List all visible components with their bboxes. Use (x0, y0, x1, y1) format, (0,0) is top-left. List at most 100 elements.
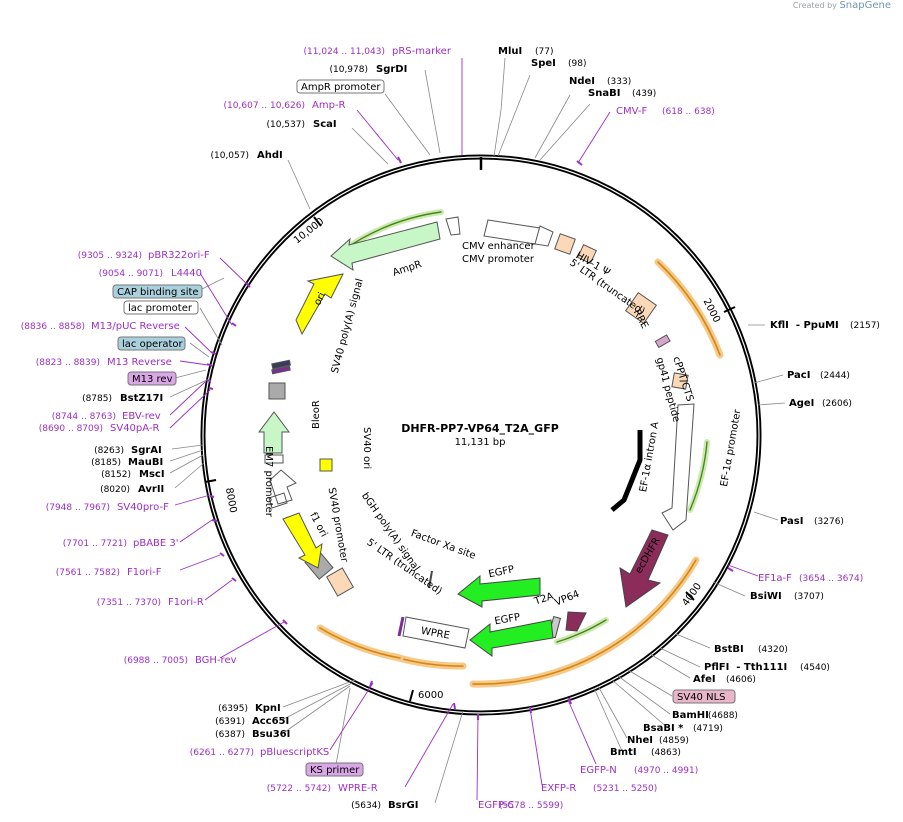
primer-f1orir-pos: (7351 .. 7370) (97, 598, 161, 608)
site-msci-name[interactable]: MscI (139, 469, 165, 480)
primer-exfp-pos: (5578 .. 5599) (499, 801, 563, 811)
primer-mark-4 (453, 702, 456, 710)
primer-mark-14 (205, 379, 212, 382)
site-ahdi-name[interactable]: AhdI (257, 150, 283, 161)
box-lac-promoter-label: lac promoter (128, 303, 193, 314)
factor-xa-shape (428, 570, 433, 589)
primer-pbluescript-name[interactable]: pBluescriptKS (260, 747, 329, 758)
site-afei-name[interactable]: AfeI (693, 674, 716, 685)
site-ndei-pos: (333) (607, 77, 631, 87)
site-ahdi-pos: (10,057) (210, 151, 249, 161)
wpre-shape (402, 616, 470, 649)
site-agei-name[interactable]: AgeI (789, 398, 814, 409)
box-cap-binding[interactable] (112, 284, 203, 299)
site-ndei-name[interactable]: NdeI (569, 76, 595, 87)
orf-arcs (316, 209, 724, 688)
site-kpni-name[interactable]: KpnI (255, 703, 281, 714)
leader-acc65i (281, 682, 353, 721)
box-lac-promoter[interactable] (123, 300, 199, 315)
primer-pbluescript-pos: (6261 .. 6277) (190, 748, 254, 758)
ecdhfr-shape (619, 529, 669, 608)
site-paci-name[interactable]: PacI (787, 370, 810, 381)
leader-scai (351, 127, 389, 165)
primer-cmvf-name[interactable]: CMV-F (616, 106, 647, 117)
primer-mark-11 (219, 552, 225, 557)
site-msci-pos: (8152) (101, 470, 131, 480)
leader-lac-operator (189, 342, 210, 358)
primer-leaders (169, 58, 759, 801)
site-sgrai-name[interactable]: SgrAI (131, 445, 162, 456)
leader-bsrgi (434, 710, 464, 804)
site-bsabi-name[interactable]: BsaBI * (643, 723, 684, 734)
primer-f1orif-name[interactable]: F1ori-F (127, 567, 162, 578)
box-sv40-nls[interactable] (672, 689, 736, 704)
primer-wpre-pos: (5722 .. 5742) (267, 784, 331, 794)
primer-bgh-name[interactable]: BGH-rev (195, 655, 237, 666)
tick-marks (204, 216, 736, 702)
primer-mark-12 (211, 519, 218, 522)
site-acc65i-name[interactable]: Acc65I (252, 716, 289, 727)
primer-f1orir-name[interactable]: F1ori-R (168, 597, 204, 608)
primer-sv40par-name[interactable]: SV40pA-R (110, 423, 159, 434)
site-snabi-name[interactable]: SnaBI (588, 88, 620, 99)
primer-wpre-name[interactable]: WPRE-R (338, 783, 378, 794)
site-nhei-name[interactable]: NheI (627, 735, 653, 746)
primer-ef1af-name[interactable]: EF1a-F (758, 573, 792, 584)
site-bstz17i-name[interactable]: BstZ17I (120, 393, 163, 404)
site-bsrgi-name[interactable]: BsrGI (388, 800, 418, 811)
leader-pflfi (659, 647, 701, 668)
leader-snabi (539, 103, 591, 161)
watermark-created-by: Created by (792, 1, 837, 10)
site-pasi-name[interactable]: PasI (780, 516, 803, 527)
primer-egfpc-name[interactable]: EGFP-C (478, 800, 514, 811)
site-spei-name[interactable]: SpeI (531, 58, 556, 69)
primer-ebv-name[interactable]: EBV-rev (122, 411, 161, 422)
primer-leader-egfpc (476, 715, 479, 801)
primer-mark-6 (529, 706, 532, 714)
box-ks-primer[interactable] (305, 762, 364, 777)
primer-pbabe-name[interactable]: pBABE 3' (133, 538, 179, 549)
primer-leader-m13rev (179, 360, 209, 366)
site-bamhi-name[interactable]: BamHI (672, 710, 709, 721)
site-avrii-name[interactable]: AvrII (138, 484, 164, 495)
site-maubi-name[interactable]: MauBI (128, 457, 163, 468)
box-m13-rev[interactable] (127, 371, 177, 386)
leader-maubi (169, 449, 204, 462)
primer-exfp-name[interactable]: EXFP-R (541, 783, 576, 794)
primer-ampr-name[interactable]: Amp-R (312, 100, 346, 111)
site-bsiwi-name[interactable]: BsiWI (750, 591, 782, 602)
primer-l4440-name[interactable]: L4440 (171, 268, 202, 279)
leader-ahdi (287, 159, 311, 210)
primer-egfpn-name[interactable]: EGFP-N (580, 765, 617, 776)
green-arc-ef1a (687, 439, 710, 513)
site-mlui-name[interactable]: MluI (498, 46, 522, 57)
primer-sv40prof-name[interactable]: SV40pro-F (117, 502, 169, 513)
leader-bsu36i (281, 685, 351, 735)
leader-bstz17i (169, 379, 208, 398)
primer-mark-15 (208, 387, 214, 390)
primer-m13puc-name[interactable]: M13/pUC Reverse (91, 321, 180, 332)
primer-leader-f1orir (204, 579, 233, 601)
site-bmti-pos: (4863) (651, 748, 681, 758)
primer-egfpn-pos: (4970 .. 4991) (634, 766, 698, 776)
tick-8000 (204, 479, 217, 483)
site-bsu36i-name[interactable]: Bsu36I (252, 729, 290, 740)
primer-m13rev-name[interactable]: M13 Reverse (107, 357, 172, 368)
site-kfli-name[interactable]: KflI - PpuMI (770, 320, 839, 331)
primer-pbr-name[interactable]: pBR322ori-F (148, 250, 210, 261)
site-scai-name[interactable]: ScaI (313, 119, 337, 130)
site-bstbi-name[interactable]: BstBI (714, 644, 744, 655)
primer-prs-name[interactable]: pRS-marker (392, 46, 452, 57)
box-ampr-promoter[interactable] (296, 79, 385, 94)
ltr-5-shape (554, 233, 576, 255)
primer-mark-18 (231, 322, 237, 327)
site-bstz17i-pos: (8785) (82, 394, 112, 404)
box-lac-operator[interactable] (117, 336, 186, 351)
primer-mark-9 (282, 619, 288, 625)
primer-leader-pbluescript (329, 682, 374, 751)
site-bsabi-pos: (4719) (693, 724, 723, 734)
primer-mark-16 (206, 363, 213, 367)
site-pflfi-name[interactable]: PflFI - Tth111I (704, 662, 787, 673)
site-bmti-name[interactable]: BmtI (610, 747, 637, 758)
site-sgrdi-name[interactable]: SgrDI (376, 64, 407, 75)
